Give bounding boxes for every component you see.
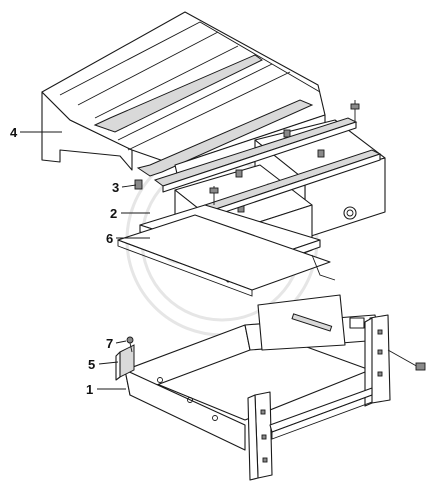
vent-cap-icon bbox=[343, 206, 357, 220]
bolt-icon bbox=[350, 103, 360, 110]
callout-7: 7 bbox=[106, 336, 127, 351]
insulating-mat bbox=[117, 214, 336, 297]
callout-1: 1 bbox=[86, 382, 126, 397]
bolt-icon bbox=[209, 187, 219, 194]
bolt-icon bbox=[415, 362, 426, 371]
clamp-bracket bbox=[115, 344, 135, 381]
callout-5: 5 bbox=[88, 357, 119, 372]
battery-box-frame bbox=[124, 294, 426, 481]
svg-text:2: 2 bbox=[110, 206, 117, 221]
svg-text:1: 1 bbox=[86, 382, 93, 397]
nut-icon bbox=[134, 179, 143, 190]
callout-2: 2 bbox=[110, 206, 150, 221]
svg-text:6: 6 bbox=[106, 231, 113, 246]
callout-6: 6 bbox=[106, 231, 150, 246]
svg-text:5: 5 bbox=[88, 357, 95, 372]
screw bbox=[126, 336, 134, 353]
svg-text:4: 4 bbox=[10, 125, 18, 140]
callout-3: 3 bbox=[112, 180, 137, 195]
svg-text:7: 7 bbox=[106, 336, 113, 351]
callout-4: 4 bbox=[10, 125, 62, 140]
svg-text:3: 3 bbox=[112, 180, 119, 195]
hold-down-bars bbox=[134, 100, 382, 217]
